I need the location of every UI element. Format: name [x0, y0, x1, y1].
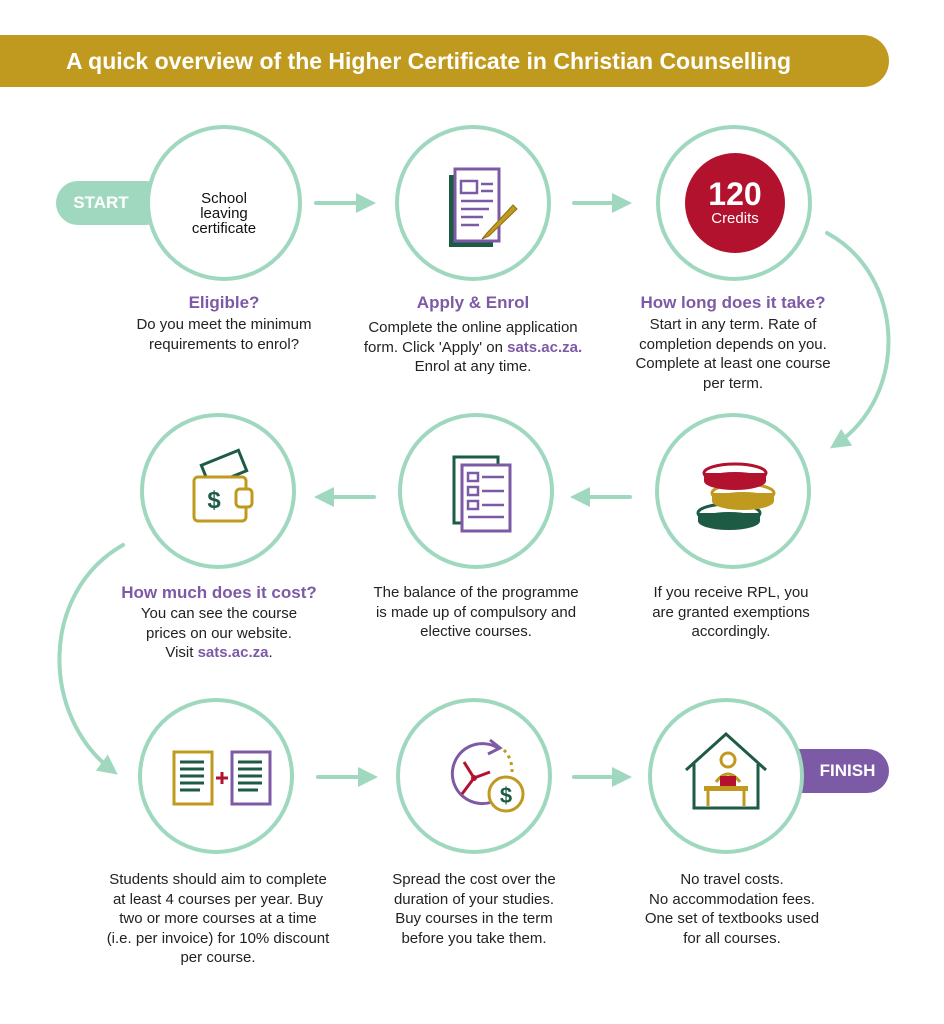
step9-circle: [648, 698, 804, 854]
page-title: A quick overview of the Higher Certifica…: [66, 48, 792, 74]
application-form-icon: [449, 167, 518, 247]
coins-icon: [696, 462, 776, 530]
start-label: START: [73, 193, 129, 212]
step2-link-line: form. Click 'Apply' on sats.ac.za.: [363, 338, 583, 356]
step2-description: Complete the online application form. Cl…: [345, 318, 601, 377]
step6-circle: $: [140, 413, 296, 569]
step2-title: Apply & Enrol: [416, 293, 530, 312]
svg-text:$: $: [207, 487, 221, 514]
step3-circle: 120 Credits: [656, 125, 812, 281]
credits-badge: 120 Credits: [685, 153, 785, 253]
step8-circle: $: [396, 698, 552, 854]
svg-text:$: $: [500, 783, 512, 808]
step5-description: The balance of the programme is made up …: [373, 584, 579, 640]
credits-label: Credits: [711, 210, 759, 227]
finish-label: FINISH: [819, 761, 876, 780]
title-banner: A quick overview of the Higher Certifica…: [0, 35, 889, 87]
sats-link[interactable]: sats.ac.za.: [507, 338, 583, 356]
step6-link-line: Visit sats.ac.za.: [165, 644, 273, 661]
step4-circle: [655, 413, 811, 569]
step7-circle: [138, 698, 294, 854]
step3-title: How long does it take?: [640, 293, 826, 312]
documents-icon: [452, 455, 512, 533]
step2-circle: [395, 125, 551, 281]
step4-description: If you receive RPL, you are granted exem…: [652, 584, 810, 640]
house-study-icon: [684, 731, 768, 810]
sats-link[interactable]: sats.ac.za: [197, 644, 269, 661]
step6-title: How much does it cost?: [121, 583, 317, 602]
credits-number: 120: [708, 176, 762, 212]
step1-title: Eligible?: [188, 293, 260, 312]
step6-description: You can see the course prices on our web…: [92, 604, 346, 663]
arrow-step6-to-step7: [57, 543, 125, 775]
step9-description: No travel costs. No accommodation fees. …: [644, 871, 820, 947]
step7-description: Students should aim to complete at least…: [106, 871, 330, 966]
step1-circle: School leaving certificate: [146, 125, 302, 281]
wallet-icon: $: [192, 448, 254, 523]
course-plus-course-icon: [172, 750, 272, 806]
clock-money-icon: $: [450, 738, 525, 813]
step5-circle: [398, 413, 554, 569]
school-leaving-certificate-text: School leaving certificate: [191, 190, 257, 237]
step3-description: Start in any term. Rate of completion de…: [635, 316, 831, 392]
step8-description: Spread the cost over the duration of you…: [392, 871, 556, 947]
step1-description: Do you meet the minimum requirements to …: [136, 316, 312, 353]
arrow-step3-to-step4: [825, 231, 891, 449]
